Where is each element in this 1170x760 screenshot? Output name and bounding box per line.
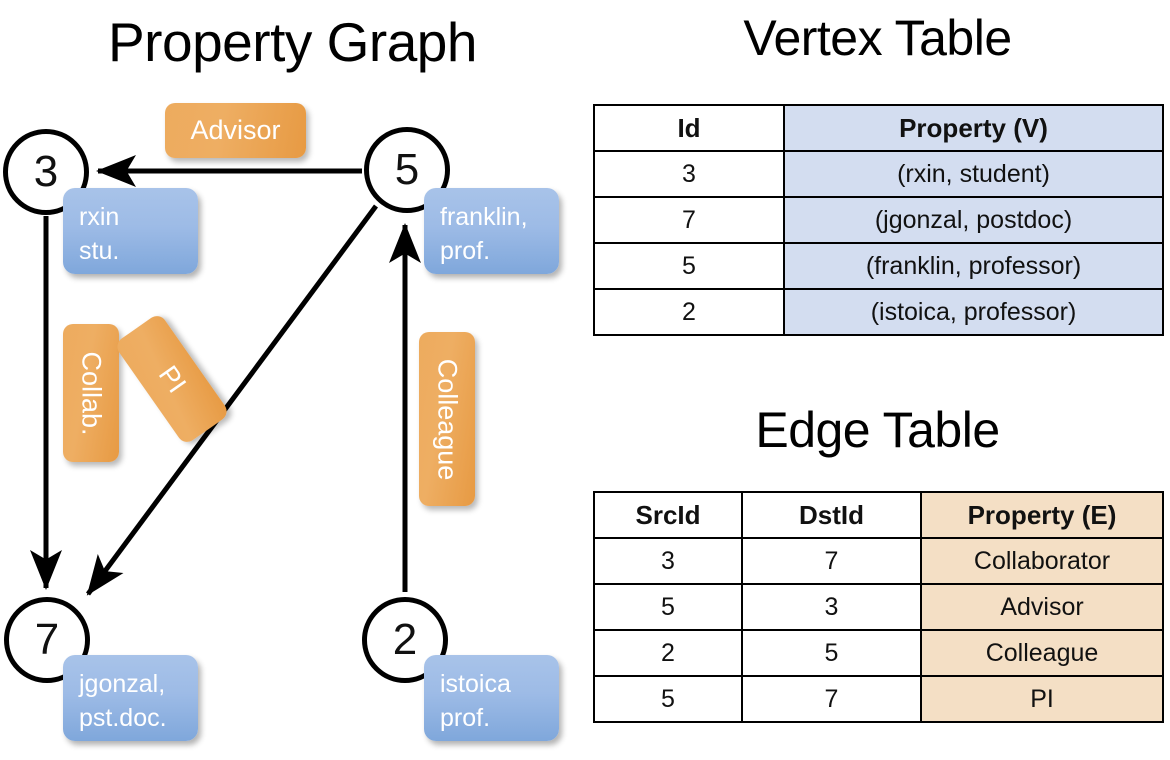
vertex-cell-id: 5 [593, 242, 785, 290]
edge-label-collab-text: Collab. [76, 350, 107, 436]
node-property-box-7: jgonzal, pst.doc. [63, 655, 198, 741]
node-property-line-1: jgonzal, [79, 670, 166, 698]
table-row[interactable]: 3 7 Collaborator [593, 537, 1164, 585]
edge-header-dstid: DstId [741, 491, 922, 539]
graph-node-2[interactable]: 2 [362, 597, 448, 683]
edge-header-property: Property (E) [920, 491, 1164, 539]
vertex-cell-property: (rxin, student) [783, 150, 1164, 198]
table-header-row: SrcId DstId Property (E) [593, 491, 1164, 539]
edge-cell-dst: 3 [741, 583, 922, 631]
node-property-box-2: istoica prof. [424, 655, 559, 741]
edge-cell-property: Colleague [920, 629, 1164, 677]
table-row[interactable]: 2 (istoica, professor) [593, 288, 1164, 336]
page-title-property-graph: Property Graph [107, 11, 478, 73]
edge-label-colleague: Colleague [419, 332, 475, 506]
node-label-3: 3 [33, 147, 59, 196]
vertex-cell-property: (franklin, professor) [783, 242, 1164, 290]
node-property-box-5: franklin, prof. [424, 188, 559, 274]
edge-cell-property: PI [920, 675, 1164, 723]
edge-cell-dst: 7 [741, 675, 922, 723]
edge-cell-property: Collaborator [920, 537, 1164, 585]
property-graph-diagram: 3 5 7 2 rxin stu. franklin, prof. jgonza… [3, 103, 559, 741]
vertex-header-id: Id [593, 104, 785, 152]
node-property-line-2: stu. [79, 237, 120, 265]
edge-line-pi [85, 204, 379, 596]
table-row[interactable]: 5 7 PI [593, 675, 1164, 723]
vertex-table: Id Property (V) 3 (rxin, student) 7 (jgo… [593, 104, 1164, 336]
node-label-7: 7 [34, 615, 60, 664]
vertex-cell-id: 3 [593, 150, 785, 198]
node-label-2: 2 [392, 615, 418, 664]
edge-label-pi-text: PI [152, 359, 193, 398]
edge-label-colleague-text: Colleague [432, 358, 463, 480]
edge-label-collab: Collab. [63, 324, 119, 462]
table-row[interactable]: 7 (jgonzal, postdoc) [593, 196, 1164, 244]
node-property-line-2: pst.doc. [79, 704, 167, 732]
edge-label-advisor-text: Advisor [190, 115, 281, 145]
edge-cell-src: 5 [593, 583, 743, 631]
table-row[interactable]: 2 5 Colleague [593, 629, 1164, 677]
node-property-line-1: franklin, [440, 203, 528, 231]
edge-cell-src: 5 [593, 675, 743, 723]
vertex-cell-id: 2 [593, 288, 785, 336]
vertex-header-property: Property (V) [783, 104, 1164, 152]
vertex-cell-id: 7 [593, 196, 785, 244]
vertex-cell-property: (istoica, professor) [783, 288, 1164, 336]
edge-table: SrcId DstId Property (E) 3 7 Collaborato… [593, 491, 1164, 723]
graph-node-5[interactable]: 5 [364, 127, 450, 213]
page-title-edge-table: Edge Table [755, 402, 1000, 458]
node-property-line-2: prof. [440, 237, 491, 265]
edge-header-srcid: SrcId [593, 491, 743, 539]
node-label-5: 5 [394, 145, 420, 194]
edge-cell-src: 2 [593, 629, 743, 677]
table-row[interactable]: 3 (rxin, student) [593, 150, 1164, 198]
table-row[interactable]: 5 (franklin, professor) [593, 242, 1164, 290]
edge-cell-property: Advisor [920, 583, 1164, 631]
edge-cell-dst: 5 [741, 629, 922, 677]
graph-edges-layer [30, 155, 421, 596]
node-property-line-2: prof. [440, 704, 491, 732]
edge-cell-src: 3 [593, 537, 743, 585]
node-property-box-3: rxin stu. [63, 188, 198, 274]
table-header-row: Id Property (V) [593, 104, 1164, 152]
edge-cell-dst: 7 [741, 537, 922, 585]
node-property-line-1: istoica [440, 670, 511, 698]
node-property-line-1: rxin [79, 203, 120, 231]
table-row[interactable]: 5 3 Advisor [593, 583, 1164, 631]
page-title-vertex-table: Vertex Table [743, 10, 1012, 66]
edge-label-advisor: Advisor [165, 103, 306, 158]
vertex-cell-property: (jgonzal, postdoc) [783, 196, 1164, 244]
